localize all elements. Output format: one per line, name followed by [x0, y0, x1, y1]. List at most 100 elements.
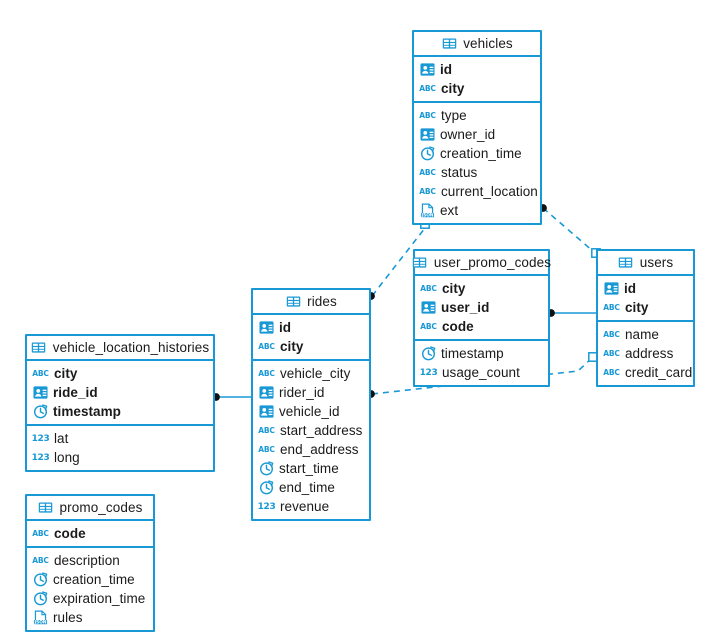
field-row[interactable]: expiration_time — [27, 589, 153, 608]
abc-string-icon: ABC — [419, 84, 436, 94]
field-name: start_address — [280, 423, 363, 438]
relationship-upc-to-users — [547, 309, 596, 317]
relationship-line — [542, 207, 595, 253]
field-row[interactable]: ABC city — [414, 79, 540, 98]
abc-string-icon: ABC — [258, 342, 275, 352]
field-name: current_location — [441, 184, 538, 199]
field-row[interactable]: ABC code — [415, 317, 548, 336]
field-row[interactable]: end_time — [253, 478, 369, 497]
relationship-vlh-to-rides — [212, 393, 251, 401]
field-name: ride_id — [53, 385, 98, 400]
field-name: code — [442, 319, 474, 334]
person-card-uuid-icon — [32, 385, 48, 401]
field-row[interactable]: 123 lat — [27, 429, 213, 448]
json-document-icon: JSON — [32, 610, 48, 626]
table-grid-icon — [441, 36, 457, 52]
123-numeric-icon: 123 — [31, 452, 50, 463]
field-row[interactable]: user_id — [415, 298, 548, 317]
field-row[interactable]: ride_id — [27, 383, 213, 402]
person-card-uuid-icon — [420, 300, 436, 316]
person-card-uuid-icon — [258, 385, 274, 401]
svg-text:JSON: JSON — [420, 213, 433, 219]
table-header-vehicles[interactable]: vehicles — [414, 32, 540, 57]
field-name: status — [441, 165, 478, 180]
field-row[interactable]: creation_time — [27, 570, 153, 589]
field-row[interactable]: start_time — [253, 459, 369, 478]
clock-timestamp-icon — [32, 404, 48, 420]
clock-timestamp-icon — [419, 146, 435, 162]
clock-timestamp-icon — [32, 572, 48, 588]
table-header-rides[interactable]: rides — [253, 290, 369, 315]
table-header-user_promo_codes[interactable]: user_promo_codes — [413, 251, 552, 276]
field-name: city — [441, 81, 465, 96]
field-name: end_address — [280, 442, 359, 457]
field-name: owner_id — [440, 127, 496, 142]
field-name: name — [625, 327, 659, 342]
field-row[interactable]: owner_id — [414, 125, 540, 144]
field-name: city — [625, 300, 649, 315]
field-row[interactable]: id — [253, 318, 369, 337]
abc-string-icon: ABC — [420, 322, 437, 332]
123-numeric-icon: 123 — [257, 501, 276, 512]
table-grid-icon — [618, 255, 634, 271]
field-row[interactable]: rider_id — [253, 383, 369, 402]
field-row[interactable]: timestamp — [415, 344, 548, 363]
field-row[interactable]: vehicle_id — [253, 402, 369, 421]
abc-string-icon: ABC — [32, 369, 49, 379]
clock-timestamp-icon — [420, 346, 436, 362]
table-title: vehicles — [463, 36, 513, 51]
table-header-users[interactable]: users — [598, 251, 693, 276]
field-name: vehicle_city — [280, 366, 351, 381]
field-row[interactable]: id — [598, 279, 693, 298]
abc-string-icon: ABC — [603, 368, 620, 378]
field-name: creation_time — [440, 146, 522, 161]
field-name: lat — [54, 431, 69, 446]
table-header-promo_codes[interactable]: promo_codes — [27, 496, 153, 521]
123-numeric-icon: 123 — [31, 433, 50, 444]
field-name: vehicle_id — [279, 404, 340, 419]
table-grid-icon — [38, 500, 54, 516]
table-title: user_promo_codes — [433, 255, 552, 270]
123-numeric-icon: 123 — [419, 367, 438, 378]
field-row[interactable]: timestamp — [27, 402, 213, 421]
field-row[interactable]: creation_time — [414, 144, 540, 163]
field-row[interactable]: ABC current_location — [414, 182, 540, 201]
json-document-icon: JSON — [419, 203, 435, 219]
abc-string-icon: ABC — [419, 187, 436, 197]
table-title: vehicle_location_histories — [52, 340, 210, 355]
field-row[interactable]: id — [414, 60, 540, 79]
table-header-vehicle_location_histories[interactable]: vehicle_location_histories — [27, 336, 213, 361]
clock-timestamp-icon — [32, 591, 48, 607]
